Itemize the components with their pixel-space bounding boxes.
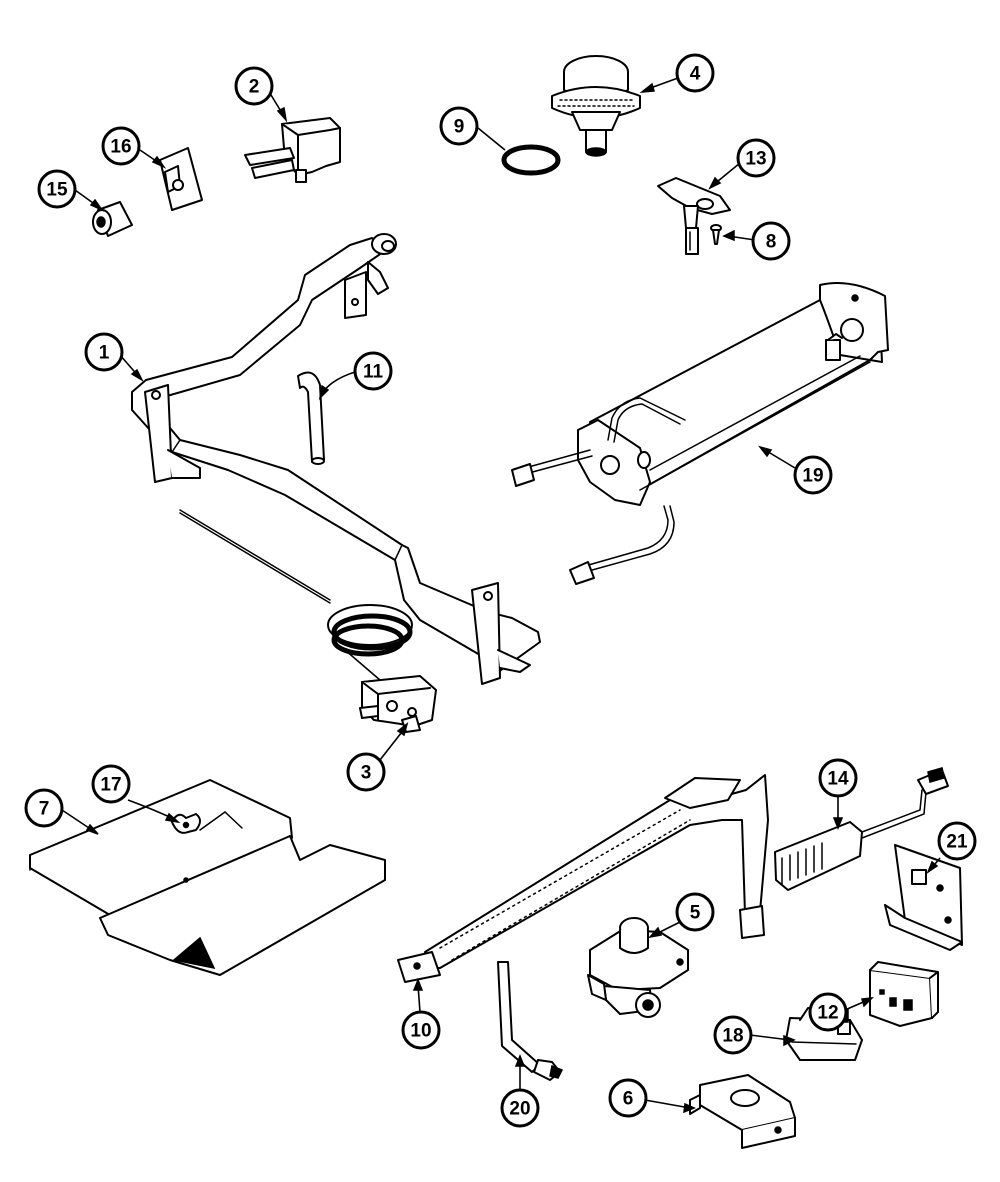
callout-label: 4 [690,64,701,85]
callout-label: 16 [110,137,131,158]
part-7-heat-shield [29,779,386,976]
part-4-burner-head [551,55,641,157]
callout-label: 12 [817,1003,838,1024]
callout-18: 18 [713,1015,753,1055]
callout-label: 11 [363,362,384,383]
callout-10: 10 [401,1010,441,1050]
callout-1: 1 [84,332,124,372]
part-16-speed-nut [159,147,203,211]
callout-label: 13 [745,149,766,170]
callout-8: 8 [751,221,791,261]
callout-label: 3 [361,763,372,784]
part-3-thermostat [179,509,437,733]
callout-label: 8 [766,232,777,253]
callout-17: 17 [91,764,131,804]
callout-6: 6 [608,1078,648,1118]
callout-2: 2 [234,66,274,106]
part-8-screw [710,224,722,245]
callout-label: 1 [99,343,110,364]
callout-14: 14 [818,758,858,798]
callout-label: 7 [39,799,50,820]
callout-16: 16 [101,126,141,166]
part-2-valve-bracket [244,117,341,183]
callout-21: 21 [937,821,977,861]
part-11-tube [297,371,325,465]
part-21-bracket-plate [884,844,963,951]
callout-label: 14 [827,769,849,790]
part-17-wing-nut [171,813,201,834]
part-13-ignitor-bracket [657,177,731,255]
callout-19: 19 [793,455,833,495]
callout-label: 20 [509,1099,530,1120]
callout-15: 15 [37,169,77,209]
callout-label: 17 [100,775,121,796]
callout-label: 18 [722,1026,743,1047]
part-12-control [869,961,939,1027]
callout-label: 5 [690,903,701,924]
callout-13: 13 [736,138,776,178]
part-20-gas-tube [497,961,564,1081]
part-10-oven-burner [397,774,769,983]
part-1-burner-bracket [131,233,541,685]
callout-label: 6 [623,1089,634,1110]
callout-label: 10 [410,1021,431,1042]
callout-20: 20 [500,1088,540,1128]
callout-label: 15 [46,180,68,201]
callout-label: 21 [946,832,968,853]
callout-label: 9 [454,117,465,138]
callout-3: 3 [346,752,386,792]
callout-12: 12 [808,992,848,1032]
callout-11: 11 [353,351,393,391]
callout-9: 9 [439,106,479,146]
part-14-spark-module [774,767,949,891]
leader-lines [61,77,941,1114]
callout-5: 5 [675,892,715,932]
callout-label: 19 [802,466,823,487]
part-19-manifold [511,282,889,585]
part-15-spacer [92,201,133,237]
callout-4: 4 [675,53,715,93]
part-5-regulator [587,917,689,1018]
callout-label: 2 [249,77,260,98]
callout-7: 7 [24,788,64,828]
part-9-o-ring [501,144,561,176]
part-6-mounting-bracket [689,1074,796,1149]
